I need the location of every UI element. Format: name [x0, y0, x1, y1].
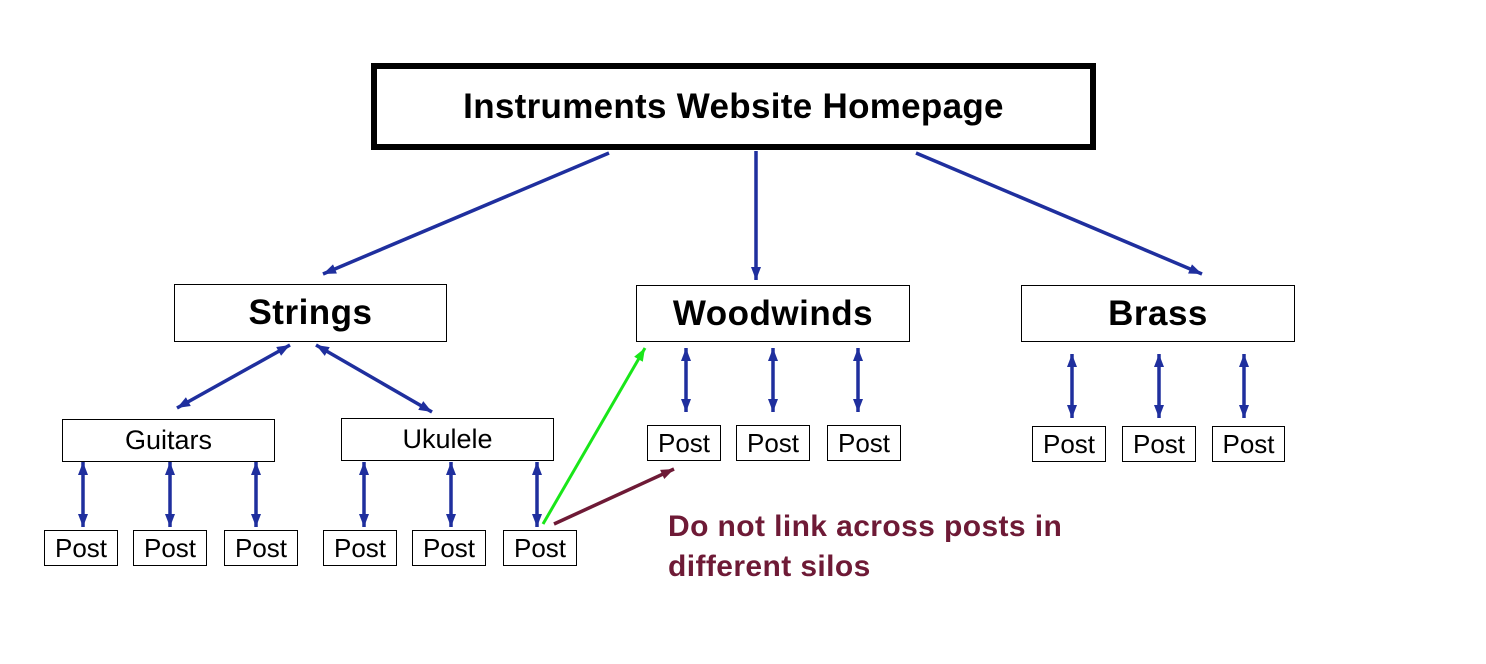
post-label: Post [143, 532, 197, 563]
arrow-strings-ukulele-head [418, 401, 432, 412]
arrow-post-link-7-tail-head [681, 348, 691, 361]
post-box-brass-2: Post [1122, 426, 1196, 462]
post-box-woodwinds-1: Post [647, 425, 721, 461]
arrow-post-link-7-head [681, 399, 691, 412]
arrow-home-to-woodwinds-head [751, 267, 761, 280]
post-label: Post [333, 532, 387, 563]
post-box-ukulele-3: Post [503, 530, 577, 566]
silo-brass-label: Brass [1108, 293, 1208, 333]
post-box-ukulele-2: Post [412, 530, 486, 566]
subcategory-ukulele-label: Ukulele [402, 424, 493, 454]
arrow-strings-ukulele-line [315, 343, 433, 414]
arrow-post-link-5-tail-head [446, 462, 456, 475]
post-label: Post [1132, 428, 1186, 459]
arrow-allowed-post-to-silo-head [634, 348, 645, 362]
arrow-post-link-6-tail-head [532, 462, 542, 475]
arrow-post-link-11-head [1154, 405, 1164, 418]
post-label: Post [234, 532, 288, 563]
arrow-post-link-12-tail-head [1239, 354, 1249, 367]
silo-strings-box: Strings [174, 284, 447, 342]
arrow-post-link-2-tail-head [165, 462, 175, 475]
arrow-post-link-3-tail-head [251, 462, 261, 475]
warning-note: Do not link across posts in different si… [668, 507, 1062, 587]
arrow-post-link-1-tail-head [78, 462, 88, 475]
arrow-post-link-10-tail-head [1067, 354, 1077, 367]
post-box-woodwinds-2: Post [736, 425, 810, 461]
arrow-strings-guitars-tail-head [276, 345, 290, 356]
arrow-post-link-8-tail-head [768, 348, 778, 361]
homepage-box: Instruments Website Homepage [371, 63, 1096, 150]
silo-strings-label: Strings [248, 293, 373, 332]
arrow-post-link-10-head [1067, 405, 1077, 418]
post-label: Post [422, 532, 476, 563]
arrow-post-link-1-head [78, 514, 88, 527]
silo-woodwinds-label: Woodwinds [672, 293, 874, 333]
arrow-post-link-5-head [446, 514, 456, 527]
subcategory-ukulele-box: Ukulele [341, 418, 554, 461]
arrow-post-link-3-head [251, 514, 261, 527]
post-label: Post [1222, 428, 1275, 459]
silo-woodwinds-box: Woodwinds [636, 285, 910, 342]
post-label: Post [746, 427, 800, 458]
post-box-brass-3: Post [1212, 426, 1285, 462]
post-label: Post [657, 427, 711, 458]
post-box-guitars-1: Post [44, 530, 118, 566]
arrow-home-to-strings-head [323, 264, 337, 274]
arrow-forbidden-post-to-post-line [553, 467, 675, 526]
arrow-forbidden-post-to-post-head [660, 469, 674, 479]
arrow-strings-ukulele-tail-head [316, 345, 330, 356]
post-label: Post [513, 532, 567, 563]
arrow-strings-guitars-head [177, 397, 191, 408]
arrow-post-link-4-head [359, 514, 369, 527]
post-label: Post [54, 532, 108, 563]
subcategory-guitars-label: Guitars [124, 425, 213, 455]
post-box-guitars-2: Post [133, 530, 207, 566]
silo-brass-box: Brass [1021, 285, 1295, 342]
arrow-post-link-12-head [1239, 405, 1249, 418]
post-box-ukulele-1: Post [323, 530, 397, 566]
arrow-post-link-9-tail-head [853, 348, 863, 361]
homepage-label: Instruments Website Homepage [463, 86, 1004, 126]
arrow-post-link-4-tail-head [359, 462, 369, 475]
warning-note-line-2: different silos [668, 550, 871, 583]
arrow-post-link-2-head [165, 514, 175, 527]
post-box-brass-1: Post [1032, 426, 1106, 462]
arrow-post-link-6-head [532, 514, 542, 527]
arrow-home-to-brass-line [915, 151, 1203, 276]
arrow-allowed-post-to-silo-line [541, 347, 647, 525]
post-label: Post [1042, 428, 1096, 459]
arrow-post-link-11-tail-head [1154, 354, 1164, 367]
arrow-post-link-9-head [853, 399, 863, 412]
warning-note-line-1: Do not link across posts in [668, 510, 1063, 543]
arrow-strings-guitars-line [176, 343, 291, 410]
arrow-home-to-brass-head [1188, 264, 1202, 274]
post-label: Post [837, 427, 891, 458]
arrow-home-to-strings-line [322, 151, 610, 276]
post-box-guitars-3: Post [224, 530, 298, 566]
subcategory-guitars-box: Guitars [62, 419, 275, 462]
post-box-woodwinds-3: Post [827, 425, 901, 461]
arrow-post-link-8-head [768, 399, 778, 412]
